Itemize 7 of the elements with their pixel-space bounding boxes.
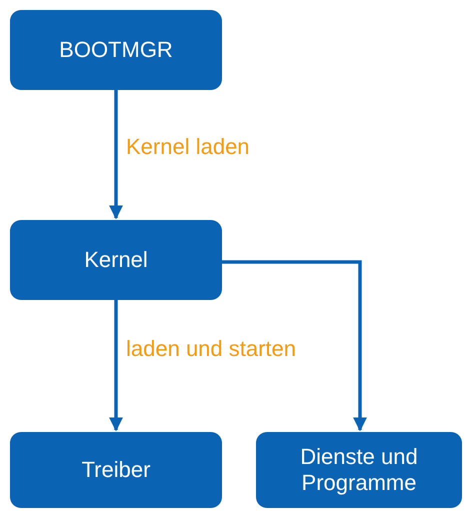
arrow <box>109 90 123 220</box>
process-box: Kernel <box>10 220 222 300</box>
arrow <box>109 300 123 432</box>
process-box: BOOTMGR <box>10 10 222 90</box>
process-box: Dienste und Programme <box>256 432 462 508</box>
process-box: Treiber <box>10 432 222 508</box>
arrow <box>222 260 367 432</box>
